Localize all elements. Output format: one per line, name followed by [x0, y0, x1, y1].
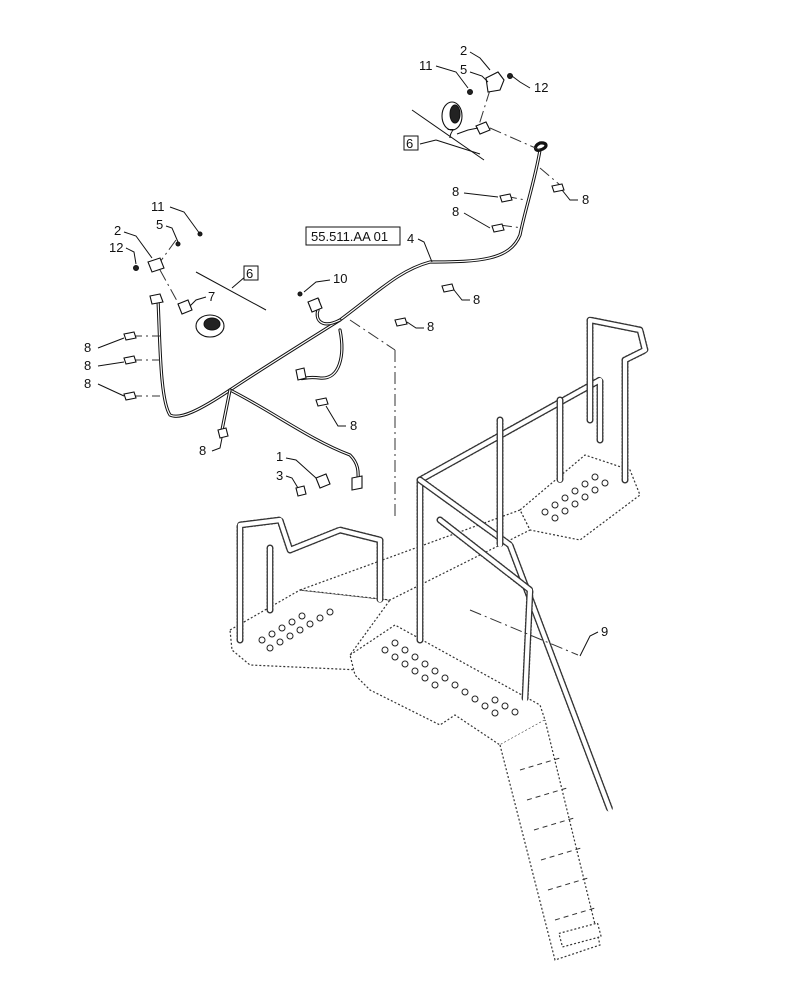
callout-8-h: 8: [84, 376, 91, 391]
callout-8-j: 8: [199, 443, 206, 458]
bracket-left: [147, 257, 165, 273]
group-box-top: 6: [403, 109, 485, 161]
group-box-label-left: 6: [246, 266, 253, 281]
callout-11-left: 11: [151, 199, 165, 214]
center-walkway: [349, 624, 546, 746]
callout-7-top: 7: [447, 126, 454, 141]
connection-lines: [130, 89, 561, 520]
callout-8-c: 8: [582, 192, 589, 207]
callout-8-a: 8: [452, 184, 459, 199]
callout-8-d: 8: [473, 292, 480, 307]
bracket-top: [485, 71, 505, 93]
callout-8-f: 8: [84, 340, 91, 355]
callout-8-b: 8: [452, 204, 459, 219]
callout-3: 3: [276, 468, 283, 483]
leader-9: [469, 609, 579, 656]
callout-5-left: 5: [156, 217, 163, 232]
hardware-parts: [123, 71, 565, 497]
callout-12-left: 12: [109, 240, 123, 255]
deck-holes: [258, 473, 609, 717]
callout-8-e: 8: [427, 319, 434, 334]
group-box-label-top-frame: [403, 135, 419, 151]
callout-5-top: 5: [460, 62, 467, 77]
handrails: [236, 316, 649, 814]
callout-7-left: 7: [208, 289, 215, 304]
reference-label: 55.511.AA 01: [311, 229, 388, 244]
callout-8-g: 8: [84, 358, 91, 373]
callout-4: 4: [407, 231, 414, 246]
callout-1: 1: [276, 449, 283, 464]
callout-10: 10: [333, 271, 347, 286]
callout-9: 9: [601, 624, 608, 639]
group-box-label-left-frame: [243, 265, 259, 281]
reference-box: 55.511.AA 01: [305, 226, 401, 246]
stairway: [499, 719, 602, 961]
callout-8-i: 8: [350, 418, 357, 433]
callouts: 2 11 5 12 7 8 8 8 4 11 5 2 12 7 10 8 8: [84, 43, 608, 657]
upper-frame: [299, 509, 531, 601]
callout-12-top: 12: [534, 80, 548, 95]
callout-2-left: 2: [114, 223, 121, 238]
callout-2-top: 2: [460, 43, 467, 58]
group-box-label-top: 6: [406, 136, 413, 151]
group-box-left: 6: [195, 265, 267, 311]
platform-structure: [229, 316, 649, 961]
callout-11-top: 11: [419, 58, 433, 73]
